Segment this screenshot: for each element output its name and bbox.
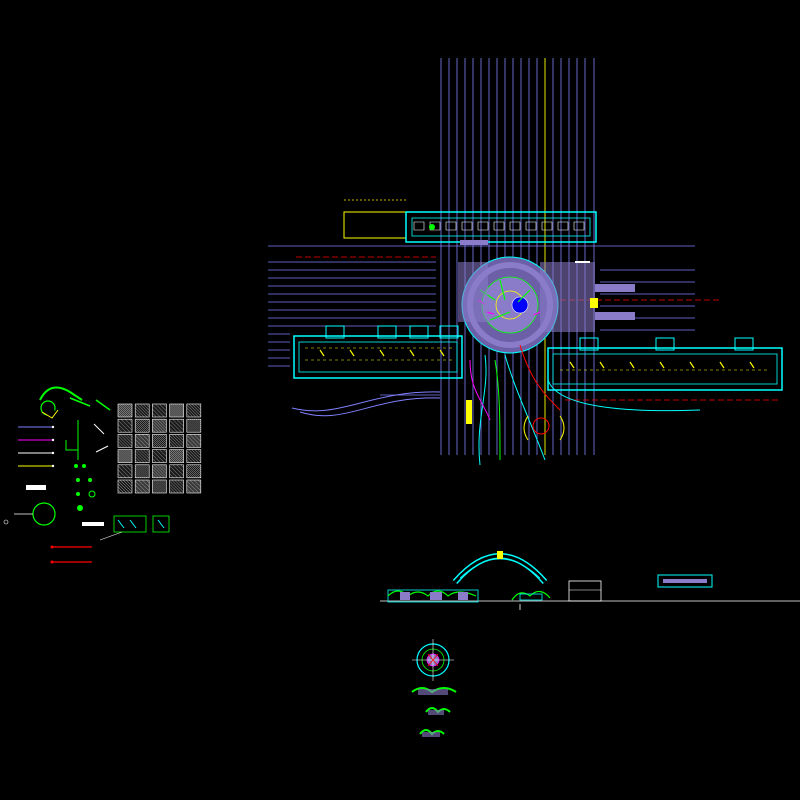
site-paths: [291, 344, 701, 466]
north-building[interactable]: [343, 199, 597, 245]
hatch-swatch-grid[interactable]: [117, 403, 202, 494]
hatch-swatch[interactable]: [134, 403, 150, 418]
hatch-swatch[interactable]: [169, 434, 184, 448]
hatch-swatch[interactable]: [186, 403, 202, 418]
plaza-detail-plan[interactable]: [412, 639, 454, 681]
fountain-icon: [511, 296, 529, 314]
wall-elevation: [568, 580, 602, 602]
elevation-mid: [511, 590, 551, 610]
planting-detail-1: [411, 687, 457, 695]
tree-icon: [429, 224, 435, 230]
legend-symbols-lower: [3, 464, 170, 564]
west-building[interactable]: [293, 325, 463, 379]
hatch-swatch[interactable]: [186, 449, 202, 463]
bench-plan: [657, 574, 713, 588]
elevation-details[interactable]: [380, 551, 800, 610]
gate-arc: [523, 415, 529, 441]
central-plaza[interactable]: [458, 256, 635, 354]
arch-bridge: [452, 551, 548, 584]
hatch-swatch[interactable]: [117, 434, 133, 448]
planting-detail-3: [419, 729, 445, 737]
horizontal-grid-lines: [268, 245, 695, 396]
east-building[interactable]: [547, 337, 783, 391]
legend-sheet[interactable]: [3, 386, 202, 564]
yellow-marker: [466, 400, 472, 424]
gate-arc: [559, 415, 565, 441]
hatch-swatch[interactable]: [169, 479, 184, 494]
legend-line-samples: [18, 420, 109, 468]
planting-detail-2: [425, 707, 451, 715]
site-plan[interactable]: [268, 58, 783, 466]
vertical-grid-lines: [440, 58, 595, 455]
hatch-swatch[interactable]: [152, 464, 167, 479]
elevation-left: [387, 589, 479, 603]
legend-symbol-cluster: [39, 386, 111, 419]
hatch-swatch[interactable]: [152, 418, 167, 433]
hatch-swatch[interactable]: [117, 479, 133, 494]
hatch-swatch[interactable]: [134, 449, 150, 463]
gate-circle-icon: [532, 417, 550, 435]
